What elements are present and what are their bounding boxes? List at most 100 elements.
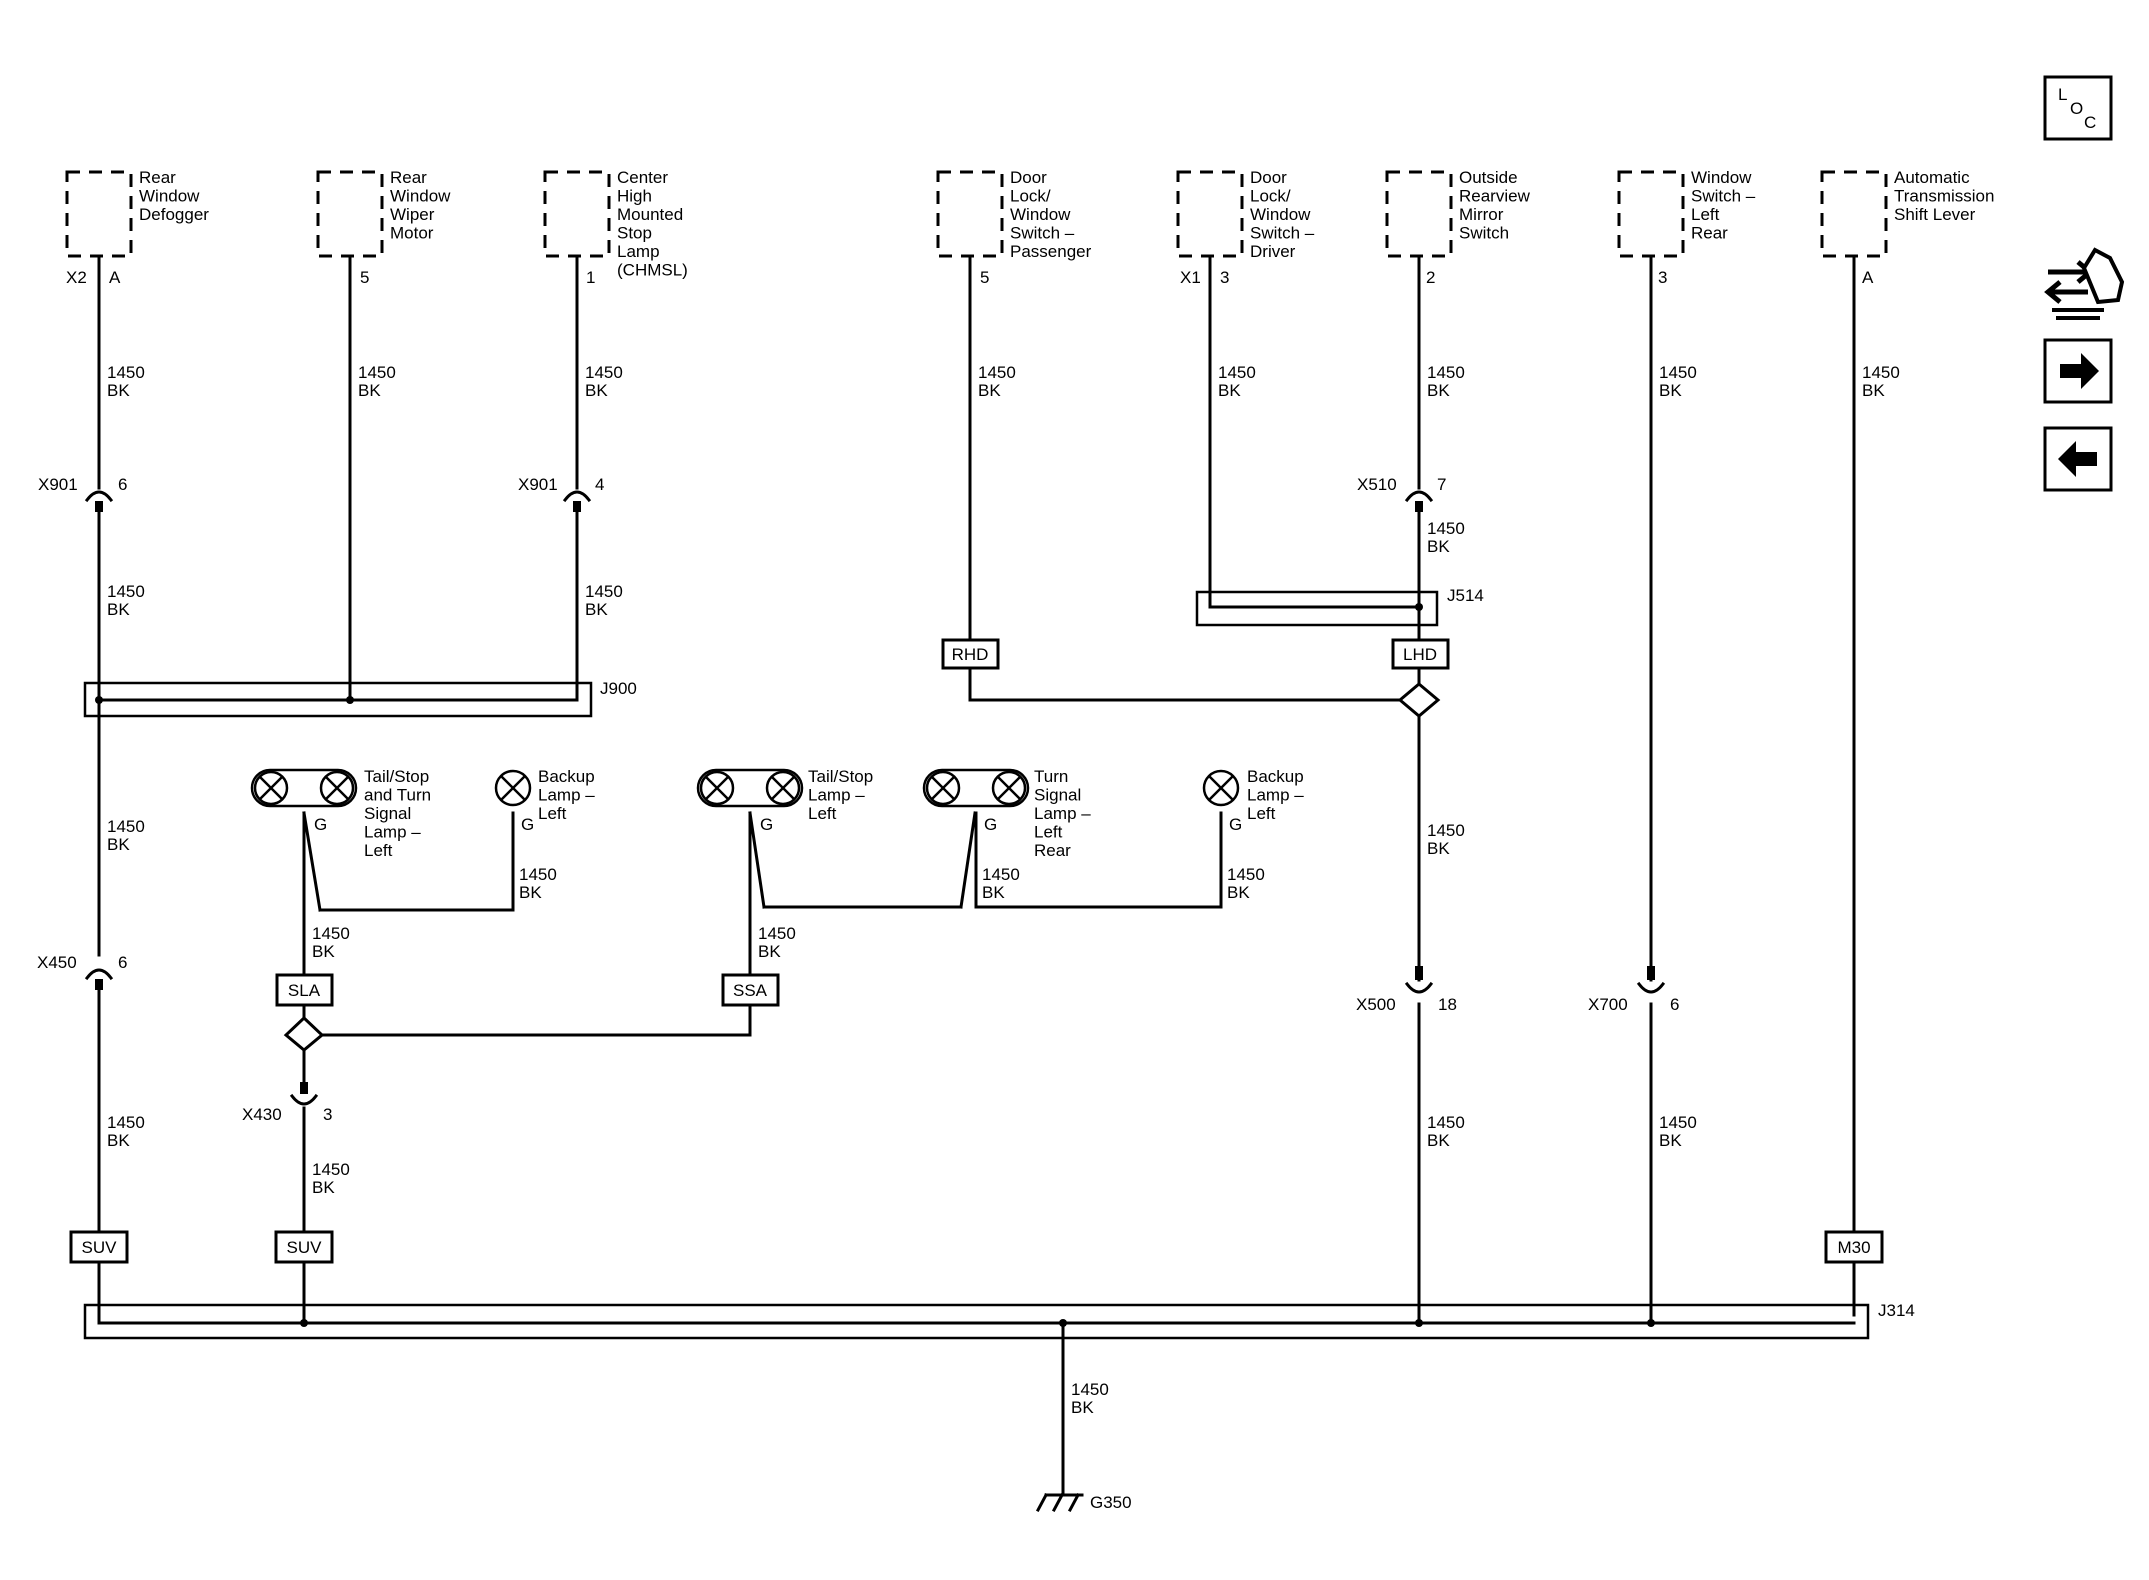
svg-text:X430: X430 <box>242 1105 282 1124</box>
svg-text:BK: BK <box>982 883 1005 902</box>
svg-text:BK: BK <box>519 883 542 902</box>
next-page-button[interactable] <box>2043 338 2113 404</box>
svg-text:1450: 1450 <box>1659 1113 1697 1132</box>
pin-label: 1 <box>586 268 595 287</box>
svg-text:BK: BK <box>1071 1398 1094 1417</box>
svg-text:BK: BK <box>107 600 130 619</box>
option-ssa: SSA <box>721 973 780 1007</box>
svg-text:BK: BK <box>312 942 335 961</box>
svg-text:1450: 1450 <box>358 363 396 382</box>
connector-end-view-icon[interactable] <box>2044 247 2125 320</box>
svg-text:BK: BK <box>358 381 381 400</box>
svg-text:BK: BK <box>1218 381 1241 400</box>
svg-text:SUV: SUV <box>82 1238 118 1257</box>
option-m30: M30 <box>1824 1230 1884 1264</box>
svg-text:1450: 1450 <box>107 817 145 836</box>
pin-label: A <box>109 268 121 287</box>
svg-text:1450: 1450 <box>585 363 623 382</box>
svg-text:1450: 1450 <box>1427 821 1465 840</box>
svg-text:G: G <box>984 815 997 834</box>
svg-text:18: 18 <box>1438 995 1457 1014</box>
svg-text:J314: J314 <box>1878 1301 1915 1320</box>
svg-text:BK: BK <box>312 1178 335 1197</box>
ground-g350: G350 <box>1035 1492 1132 1513</box>
svg-text:6: 6 <box>1670 995 1679 1014</box>
svg-text:1450: 1450 <box>1659 363 1697 382</box>
loc-letter-l: L <box>2058 85 2067 104</box>
svg-text:X500: X500 <box>1356 995 1396 1014</box>
svg-text:1450: 1450 <box>758 924 796 943</box>
svg-text:G: G <box>760 815 773 834</box>
previous-page-button[interactable] <box>2043 426 2113 492</box>
svg-text:SSA: SSA <box>733 981 768 1000</box>
svg-text:BK: BK <box>107 835 130 854</box>
svg-text:1450: 1450 <box>107 582 145 601</box>
svg-text:1450: 1450 <box>312 1160 350 1179</box>
svg-text:BK: BK <box>758 942 781 961</box>
svg-text:J514: J514 <box>1447 586 1484 605</box>
svg-text:SUV: SUV <box>287 1238 323 1257</box>
svg-text:J900: J900 <box>600 679 637 698</box>
svg-text:LHD: LHD <box>1403 645 1437 664</box>
wires <box>97 254 1856 1497</box>
svg-text:1450: 1450 <box>1227 865 1265 884</box>
svg-text:BK: BK <box>585 600 608 619</box>
svg-text:BK: BK <box>1427 1131 1450 1150</box>
svg-text:BK: BK <box>1427 537 1450 556</box>
splice-j514: J514 <box>1195 586 1484 627</box>
loc-letter-o: O <box>2070 99 2083 118</box>
svg-text:BK: BK <box>107 1131 130 1150</box>
svg-text:7: 7 <box>1437 475 1446 494</box>
splice-j314: J314 <box>83 1301 1915 1340</box>
svg-text:1450: 1450 <box>107 1113 145 1132</box>
svg-text:X901: X901 <box>518 475 558 494</box>
splice-j900: J900 <box>83 679 637 718</box>
pin-label: 2 <box>1426 268 1435 287</box>
option-suv-1: SUV <box>69 1230 129 1264</box>
option-lhd: LHD <box>1391 638 1450 670</box>
pin-label: 5 <box>980 268 989 287</box>
svg-text:BK: BK <box>1227 883 1250 902</box>
loc-letter-c: C <box>2084 113 2096 132</box>
svg-text:1450: 1450 <box>107 363 145 382</box>
svg-text:1450: 1450 <box>1427 519 1465 538</box>
loc-button[interactable]: L O C <box>2043 75 2113 141</box>
connector-x450-6: X450 6 <box>37 953 127 990</box>
svg-text:BK: BK <box>1659 1131 1682 1150</box>
svg-text:G: G <box>1229 815 1242 834</box>
connector-x510-7: X510 7 <box>1357 475 1446 512</box>
arrow-left-icon <box>2058 441 2097 477</box>
svg-text:X700: X700 <box>1588 995 1628 1014</box>
svg-text:3: 3 <box>323 1105 332 1124</box>
svg-text:BK: BK <box>585 381 608 400</box>
pin-label: 3 <box>1658 268 1667 287</box>
svg-text:G350: G350 <box>1090 1493 1132 1512</box>
svg-text:1450: 1450 <box>312 924 350 943</box>
